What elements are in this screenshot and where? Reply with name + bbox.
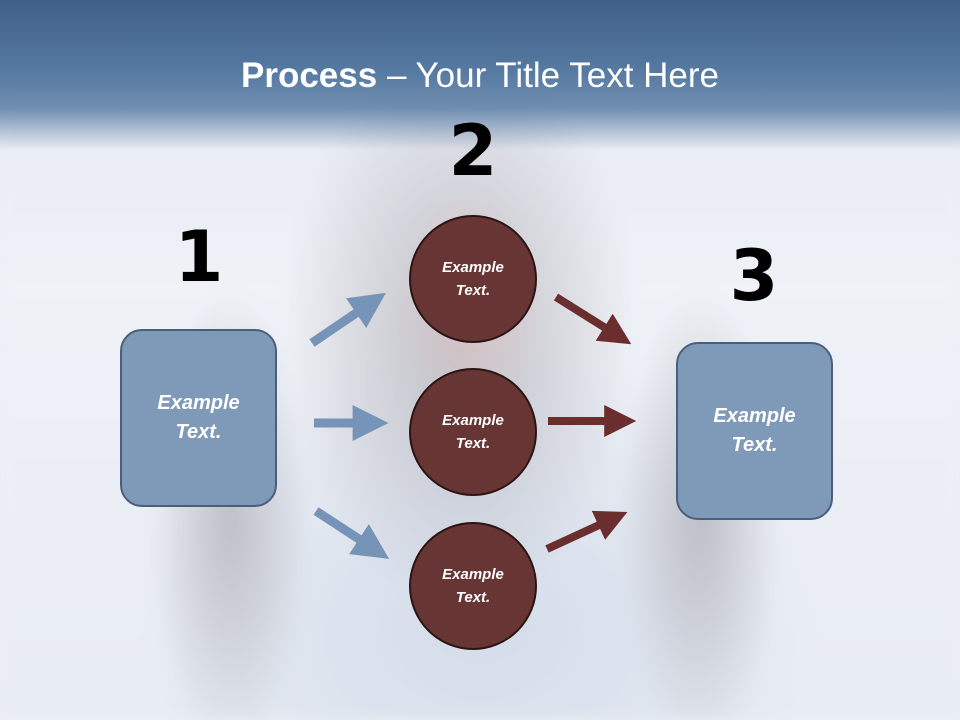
circle-middle-text: Example Text. [442,412,504,452]
step-2-circle-top: Example Text. [409,215,537,343]
step-2-circle-bottom: Example Text. [409,522,537,650]
arrow-up-right-blue [309,292,386,347]
step-3-text: Example Text. [713,405,796,456]
step-number-2: 2 [448,110,498,192]
arrow-down-right-red [553,293,632,345]
arrow-down-right-blue [313,507,390,559]
step-3-box: Example Text. [676,342,833,520]
step-2-circle-middle: Example Text. [409,368,537,496]
step-1-box: Example Text. [120,329,277,507]
title-band [0,0,960,150]
arrow-up-right-red [545,510,628,553]
step-1-text: Example Text. [157,392,240,443]
step-number-1: 1 [174,216,224,298]
circle-bottom-text: Example Text. [442,566,504,606]
slide-title: Process – Your Title Text Here [0,54,960,98]
title-bold: Process [241,56,378,95]
step-number-3: 3 [729,235,779,317]
title-rest: – Your Title Text Here [377,56,719,95]
circle-top-text: Example Text. [442,259,504,299]
